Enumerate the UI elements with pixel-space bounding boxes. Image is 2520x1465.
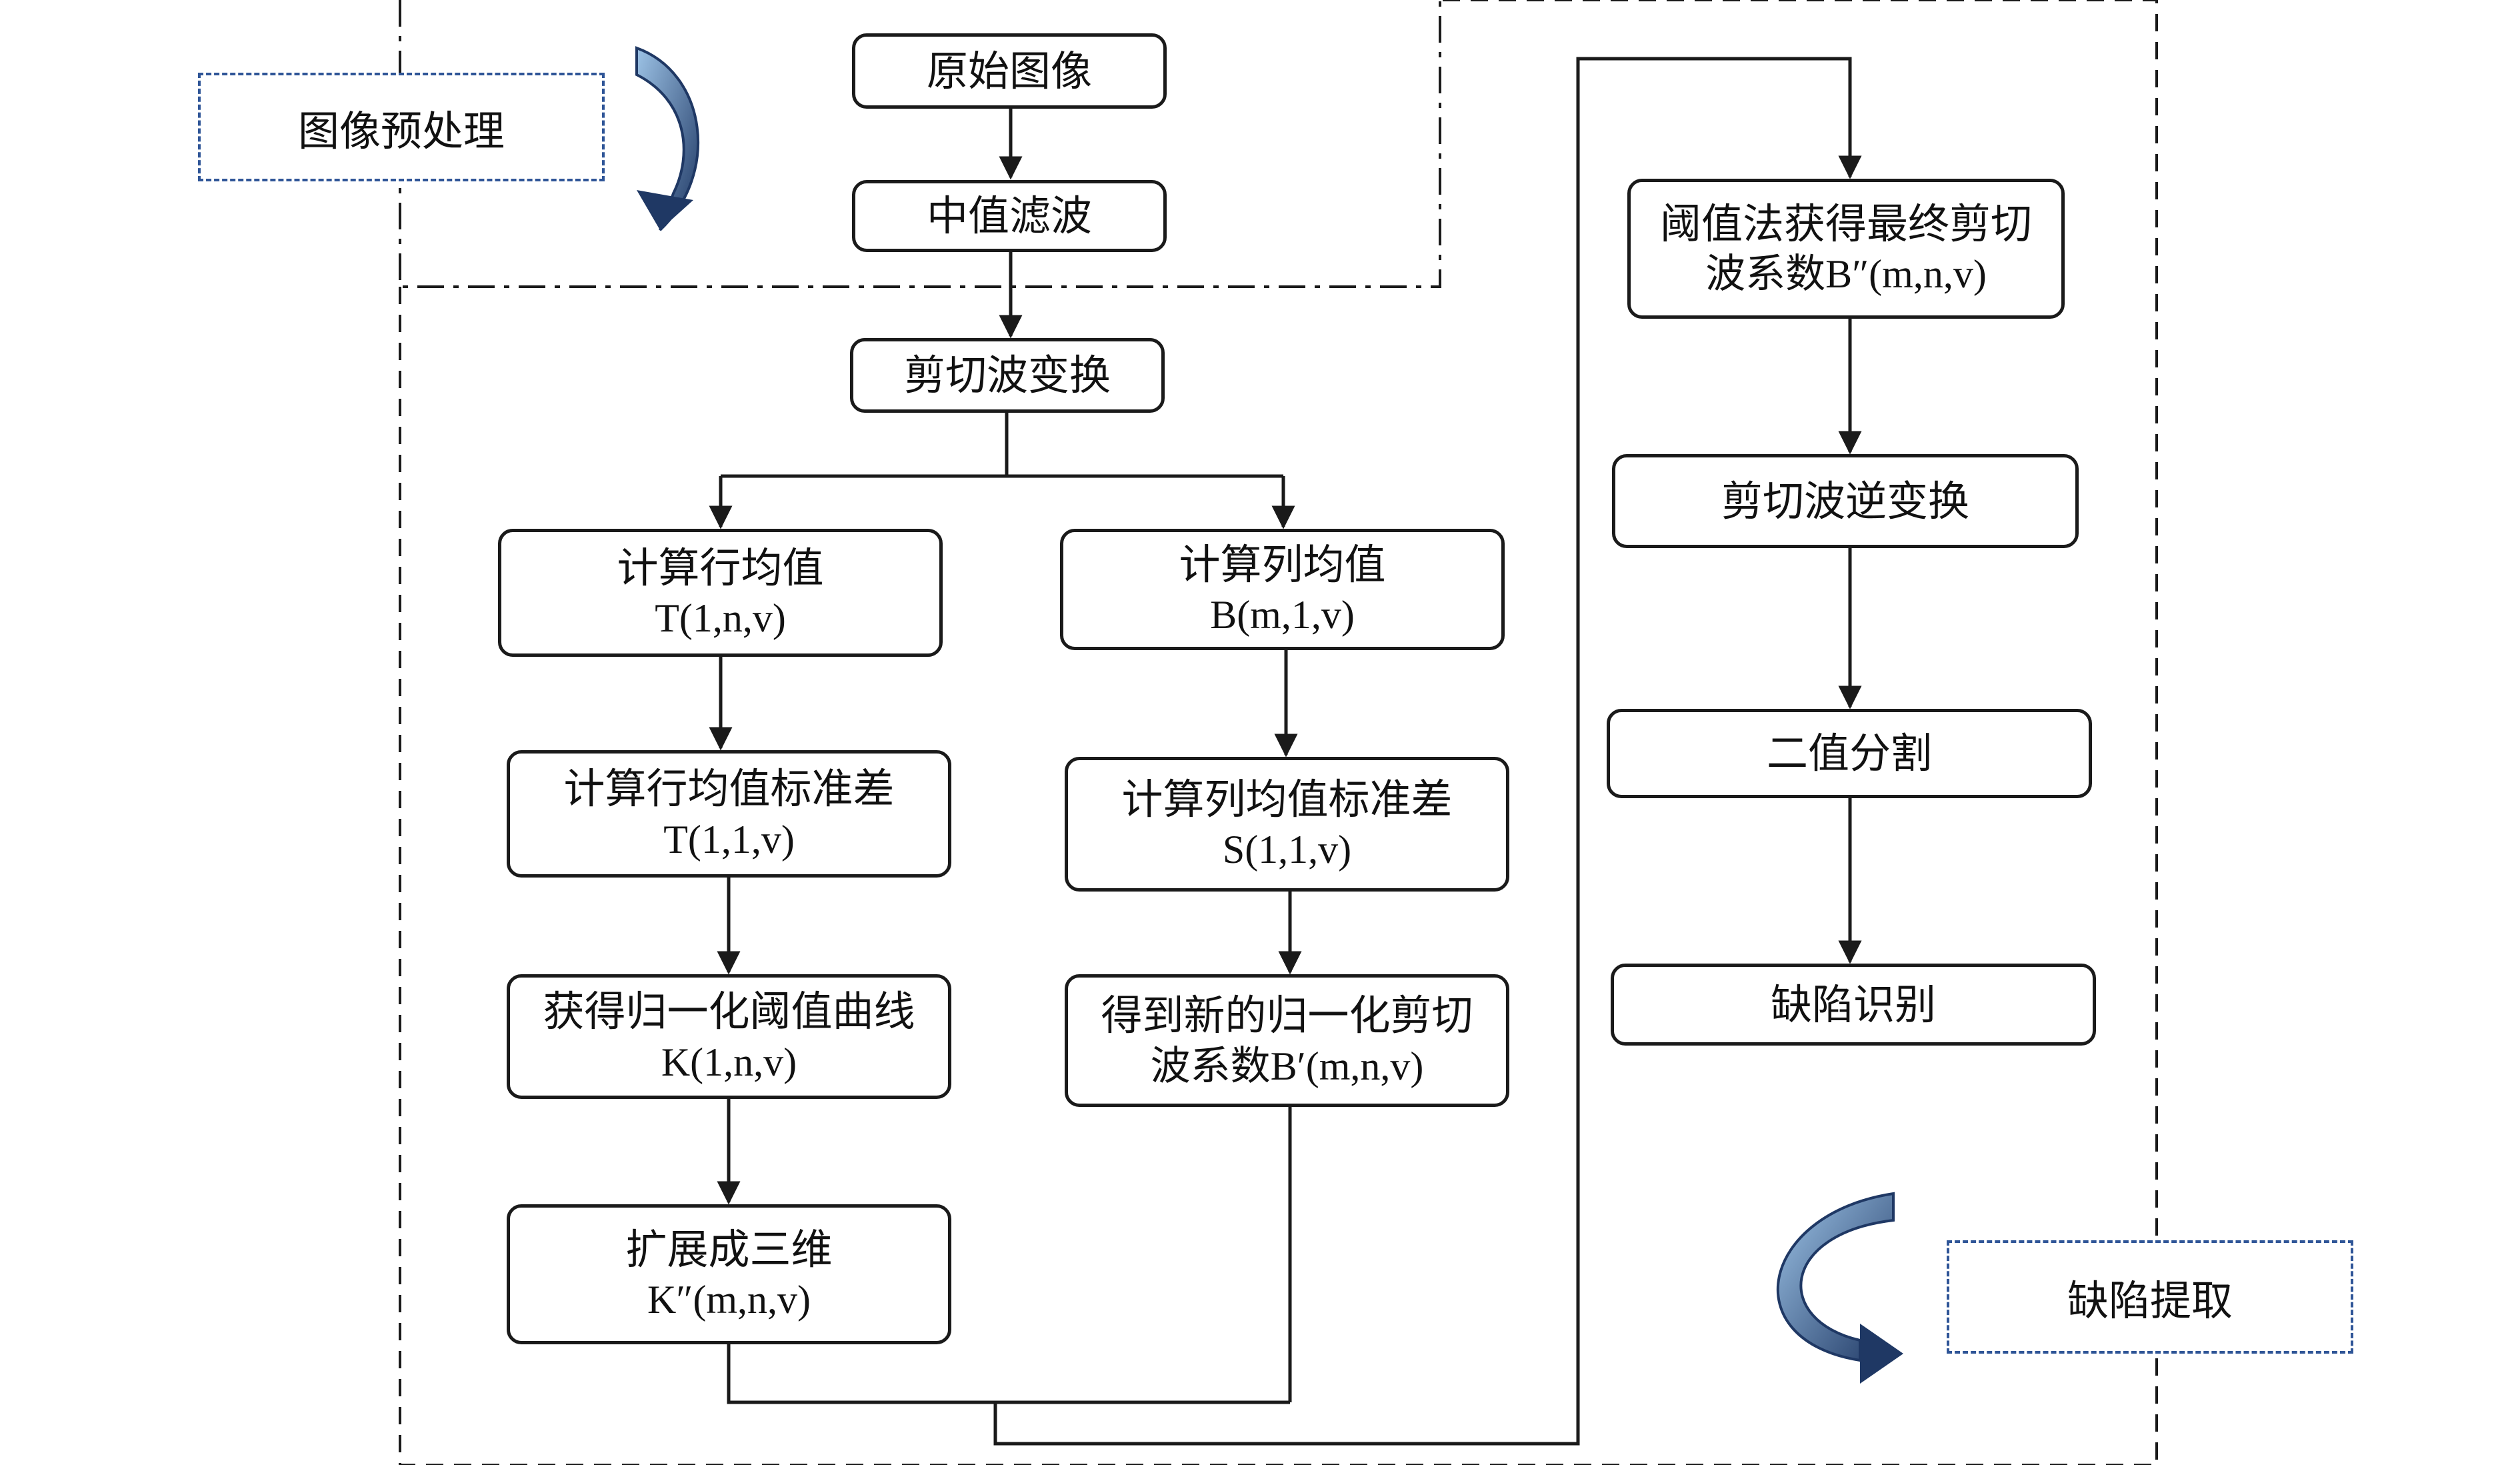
node-label: 计算列均值	[1179, 539, 1386, 589]
node-new-coefficients: 得到新的归一化剪切 波系数B′(m,n,v)	[1065, 974, 1509, 1107]
node-original-image: 原始图像	[852, 33, 1167, 109]
node-formula: S(1,1,v)	[1222, 828, 1352, 872]
node-label: 缺陷识别	[1770, 980, 1936, 1029]
node-inverse-shearlet: 剪切波逆变换	[1612, 454, 2079, 548]
node-label: 计算列均值标准差	[1121, 774, 1453, 824]
node-formula: T(1,n,v)	[655, 596, 786, 641]
node-label: 剪切波变换	[903, 351, 1111, 400]
node-formula: K(1,n,v)	[661, 1040, 797, 1084]
extract-group-label: 缺陷提取	[1947, 1240, 2353, 1354]
node-label: 得到新的归一化剪切	[1101, 991, 1473, 1040]
curved-arrow-icon	[635, 46, 699, 231]
node-label: 原始图像	[926, 46, 1092, 95]
node-label: 计算行均值标准差	[563, 764, 895, 814]
node-formula: 波系数B′(m,n,v)	[1150, 1044, 1424, 1088]
curved-arrow-icon	[1776, 1192, 1903, 1384]
node-label: 计算行均值	[617, 543, 824, 592]
node-normalized-curve: 获得归一化阈值曲线 K(1,n,v)	[507, 974, 951, 1099]
preprocess-group-label: 图像预处理	[198, 73, 605, 181]
node-formula: T(1,1,v)	[663, 817, 795, 862]
node-label: 中值滤波	[926, 191, 1092, 241]
node-formula: B(m,1,v)	[1210, 593, 1355, 637]
node-label: 阈值法获得最终剪切	[1659, 199, 2032, 248]
preprocess-group-outline	[399, 0, 1441, 288]
extract-group-outline	[399, 0, 2158, 1465]
node-label: 扩展成三维	[625, 1224, 833, 1274]
node-row-std: 计算行均值标准差 T(1,1,v)	[507, 750, 951, 878]
node-formula: K″(m,n,v)	[647, 1278, 811, 1322]
node-label: 二值分割	[1766, 729, 1932, 778]
node-formula: 波系数B″(m,n,v)	[1705, 252, 1987, 297]
node-median-filter: 中值滤波	[852, 180, 1167, 252]
node-label: 剪切波逆变换	[1721, 476, 1969, 525]
node-row-mean: 计算行均值 T(1,n,v)	[498, 529, 943, 657]
node-defect-recognition: 缺陷识别	[1611, 964, 2096, 1046]
node-threshold-coefficients: 阈值法获得最终剪切 波系数B″(m,n,v)	[1627, 179, 2065, 319]
node-col-std: 计算列均值标准差 S(1,1,v)	[1065, 757, 1509, 892]
node-col-mean: 计算列均值 B(m,1,v)	[1060, 529, 1505, 650]
node-binary-segmentation: 二值分割	[1607, 709, 2092, 798]
node-label: 获得归一化阈值曲线	[543, 987, 915, 1036]
node-shearlet-transform: 剪切波变换	[850, 338, 1165, 413]
node-expand-3d: 扩展成三维 K″(m,n,v)	[507, 1204, 951, 1344]
